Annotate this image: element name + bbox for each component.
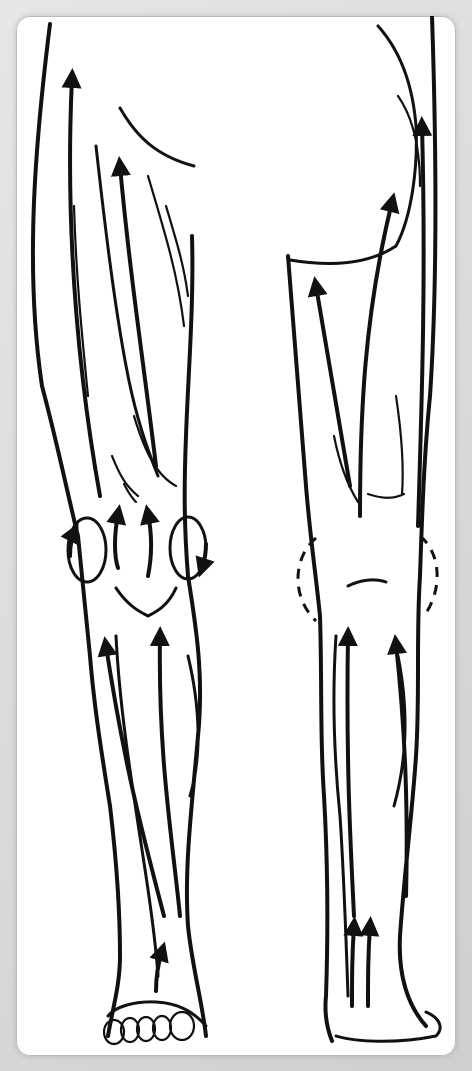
front-leg-outer-contour <box>33 24 120 1036</box>
back-leg-inner-contour <box>288 256 332 1041</box>
back-flow-arrow <box>352 926 354 1006</box>
back-leg <box>288 16 440 1041</box>
back-flow-arrow <box>360 202 392 516</box>
front-leg-groin-crease <box>120 108 194 166</box>
front-knee-rotation-arrow <box>70 532 74 556</box>
front-leg-inner-contour <box>185 236 206 1036</box>
back-knee-crease <box>348 580 386 586</box>
back-flow-arrow <box>368 926 370 1006</box>
back-flow-arrow <box>316 286 350 486</box>
back-thigh-muscle-line <box>396 396 403 494</box>
leg-circulation-diagram <box>16 16 456 1056</box>
front-flow-arrow <box>106 646 164 916</box>
front-flow-arrow <box>148 514 151 576</box>
front-leg <box>33 24 206 1044</box>
front-flow-arrow <box>115 514 118 568</box>
front-flow-arrow <box>70 78 100 496</box>
front-flow-arrow <box>160 636 180 916</box>
back-flow-arrow <box>347 636 354 916</box>
illustration-panel <box>16 16 456 1056</box>
front-knee-rotation-arrow <box>202 544 206 568</box>
front-thigh-muscle-line <box>96 146 158 476</box>
front-knee-cap <box>116 588 176 616</box>
front-thigh-muscle-line <box>112 456 138 496</box>
front-knee-circle-lateral <box>68 518 106 582</box>
front-toes <box>104 1012 194 1044</box>
back-buttock-curve <box>290 26 416 263</box>
back-thigh-muscle-line <box>368 494 404 498</box>
back-buttock-fold <box>398 96 420 186</box>
